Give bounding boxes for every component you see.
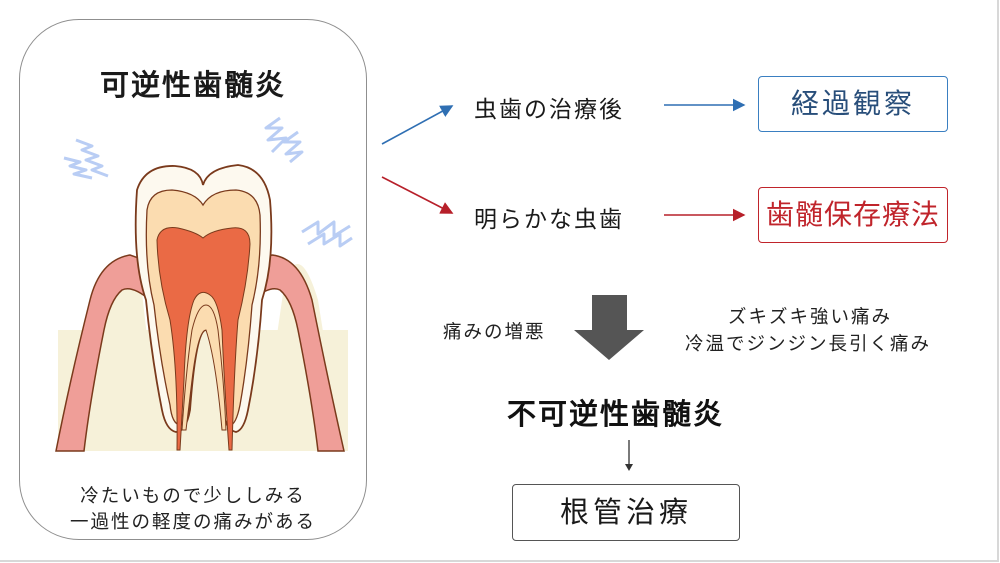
symptom-line-2: 冷温でジンジン長引く痛み	[685, 334, 932, 355]
gum-left	[55, 254, 151, 452]
pain-worsening-label: 痛みの増悪	[443, 322, 546, 343]
pain-mark-icon	[63, 138, 109, 180]
tooth-pulp	[156, 227, 251, 451]
caption-line-1: 冷たいもので少ししみる	[80, 486, 306, 507]
irreversible-pulpitis-title: 不可逆性歯髄炎	[507, 397, 725, 431]
observation-box: 経過観察	[758, 76, 948, 132]
card-title: 可逆性歯髄炎	[99, 68, 286, 102]
lower-branch-label: 明らかな虫歯	[474, 207, 624, 233]
root-canal-box: 根管治療	[512, 484, 740, 541]
symptom-line-1: ズキズキ強い痛み	[728, 307, 893, 328]
bone-base	[58, 330, 348, 451]
pain-mark-icon	[264, 116, 304, 164]
upper-branch-label: 虫歯の治療後	[474, 97, 624, 123]
caption-line-2: 一過性の軽度の痛みがある	[69, 512, 316, 533]
pulp-preservation-box: 歯髄保存療法	[758, 187, 948, 243]
pain-mark-icon	[301, 220, 353, 248]
root-inner	[181, 304, 227, 431]
